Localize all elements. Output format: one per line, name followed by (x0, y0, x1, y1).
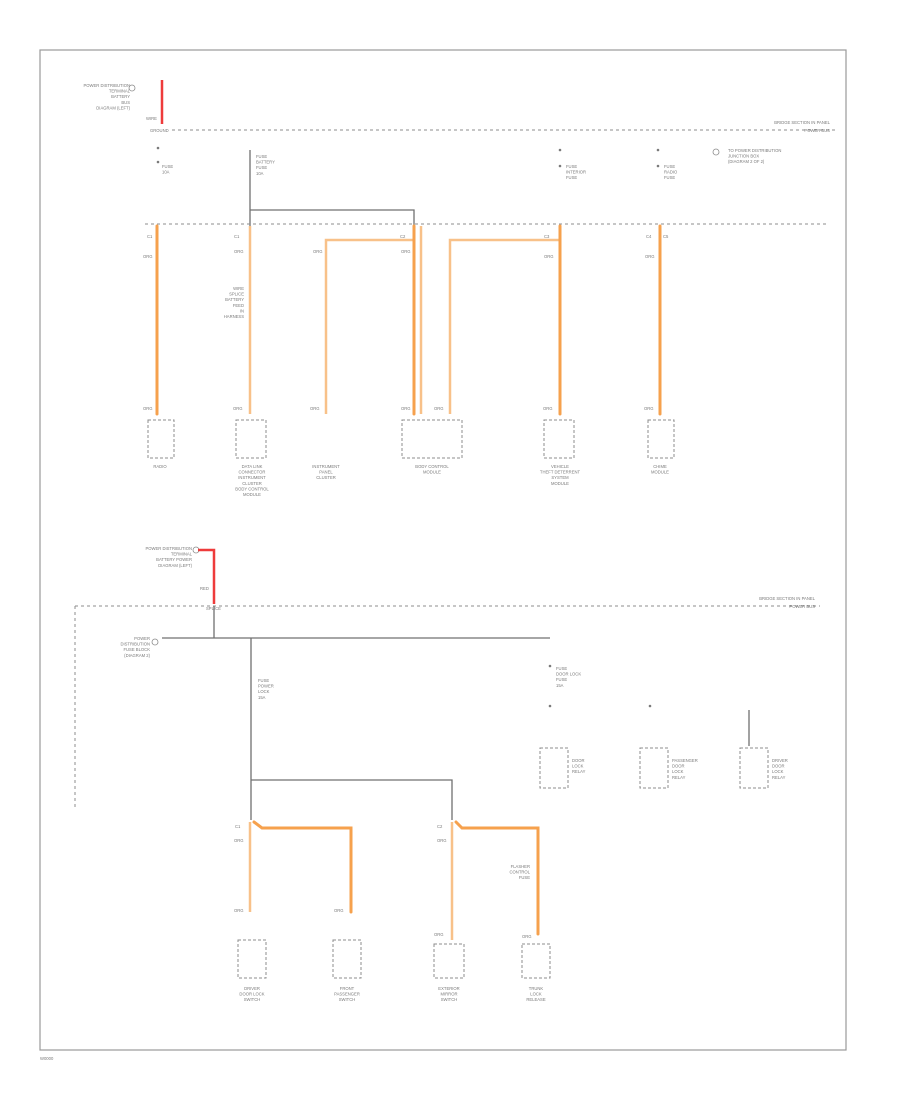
top-bconn-2: ORG (233, 406, 243, 411)
diagram-frame (39, 49, 847, 1051)
bottom-bconn-3: ORG (434, 932, 444, 937)
trunk-lock-release (521, 943, 551, 979)
top-wire-ipc (324, 238, 414, 414)
top-bconn-6: ORG (543, 406, 553, 411)
bottom-wire-2: ORG (437, 838, 447, 843)
top-wire-4: ORG (544, 254, 554, 259)
driver-door-lock-switch (237, 939, 267, 979)
bottom-wire-passenger (252, 820, 353, 914)
top-conn-6: C5 (663, 234, 669, 239)
top-conn-2: C1 (234, 234, 240, 239)
chime-component (647, 419, 675, 459)
top-conn-3: C2 (400, 234, 406, 239)
bottom-source-wire (198, 548, 216, 604)
top-source-pin (128, 84, 136, 92)
top-bus-label-1: BRIDGE SECTION IN PANEL (774, 120, 830, 125)
radio-component (147, 419, 175, 459)
door-lock-relay (539, 747, 569, 789)
bottom-wire-1: ORG (234, 838, 244, 843)
bottom-source-wire-label: RED (200, 586, 209, 591)
bottom-conn-1: C1 (235, 824, 241, 829)
page-ref: W0000 (40, 1056, 54, 1061)
top-side-note-pin (712, 148, 720, 156)
top-conn-1: C1 (147, 234, 153, 239)
bottom-bus-label-1: BRIDGE SECTION IN PANEL (759, 596, 815, 601)
top-wire-6: ORG (234, 249, 244, 254)
bottom-sub-source-pin (151, 638, 159, 646)
bottom-wire-trunk (454, 820, 540, 936)
top-conn-4: C3 (544, 234, 550, 239)
top-wire-vtd-branch (448, 238, 560, 414)
top-bconn-3: ORG (310, 406, 320, 411)
passenger-door-lock-relay (639, 747, 669, 789)
vtd-component (543, 419, 575, 459)
bottom-bconn-1: ORG (234, 908, 244, 913)
driver-door-lock-relay (739, 747, 769, 789)
bottom-branch-wire (251, 779, 453, 820)
top-wire-3: ORG (401, 249, 411, 254)
top-bconn-7: ORG (644, 406, 654, 411)
top-bconn-5: ORG (434, 406, 444, 411)
top-bconn-4: ORG (401, 406, 411, 411)
top-comp-label-1: RADIO (153, 464, 167, 469)
top-bconn-1: ORG (143, 406, 153, 411)
dlc-component (235, 419, 267, 459)
top-wire-1: ORG (143, 254, 153, 259)
top-branch-wire (250, 209, 415, 226)
top-wire-5: ORG (645, 254, 655, 259)
top-wire-2: ORG (313, 249, 323, 254)
bottom-bus-label-2: POWER BUS (789, 604, 815, 609)
top-source-connector: GROUND (150, 128, 169, 133)
exterior-mirror-switch (433, 943, 465, 979)
bottom-conn-2: C2 (437, 824, 443, 829)
bottom-bconn-4: ORG (522, 934, 532, 939)
top-source-wire-label: WIRE (146, 116, 157, 121)
bottom-bconn-2: ORG (334, 908, 344, 913)
top-conn-5: C4 (646, 234, 652, 239)
front-passenger-switch (332, 939, 362, 979)
top-bus-label-2: POWER BUS (804, 128, 830, 133)
bcm-component (401, 419, 463, 459)
